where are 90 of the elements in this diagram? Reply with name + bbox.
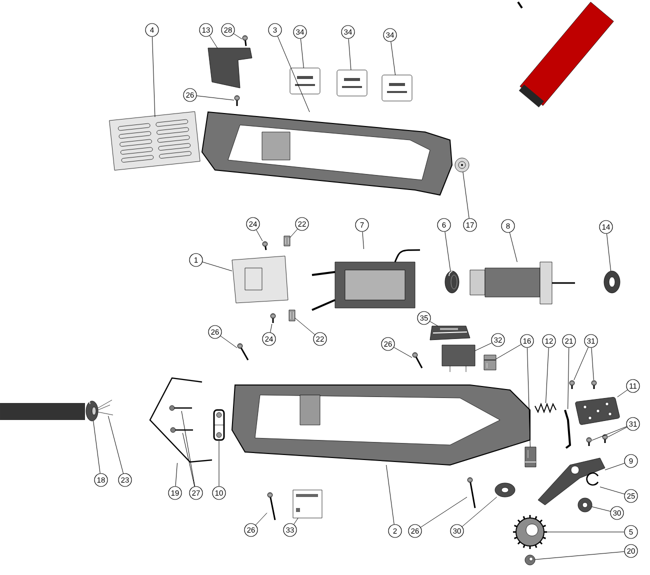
- leader-line: [108, 416, 124, 474]
- screw-drawing: [262, 241, 268, 250]
- sticker-drawing: [382, 74, 412, 102]
- leader-line: [474, 342, 492, 352]
- leader-line: [390, 41, 396, 76]
- leader-line: [430, 321, 438, 326]
- leader-line: [348, 38, 352, 70]
- leader-line: [270, 324, 272, 333]
- sticker-drawing: [336, 70, 368, 96]
- brush-drawing: [484, 354, 496, 370]
- leader-line: [294, 318, 316, 335]
- plate-drawing: [208, 48, 252, 88]
- screw-drawing: [602, 434, 608, 443]
- leader-line: [294, 518, 298, 525]
- clip-drawing: [213, 409, 225, 441]
- leader-line: [233, 33, 242, 40]
- leader-line: [152, 36, 156, 118]
- leader-line: [277, 36, 310, 112]
- gear-drawing: [513, 515, 547, 549]
- housing-drawing: [232, 384, 530, 466]
- bracket-drawing: [232, 256, 288, 304]
- plate-drawing: [575, 397, 620, 425]
- leader-line: [202, 262, 232, 272]
- screw-drawing: [569, 380, 575, 389]
- clip-drawing: [284, 236, 290, 246]
- screw-drawing: [467, 477, 476, 508]
- leader-line: [220, 336, 238, 348]
- disc-drawing: [454, 158, 470, 172]
- screw-drawing: [524, 554, 536, 566]
- leader-line: [209, 36, 218, 48]
- leader-line: [534, 551, 624, 560]
- leader-line: [617, 390, 628, 398]
- leader-line: [600, 486, 625, 494]
- leader-line: [290, 228, 298, 238]
- screw-drawing: [412, 352, 423, 368]
- leader-line: [181, 410, 196, 487]
- brush-drawing: [524, 446, 536, 468]
- armature-drawing: [470, 262, 575, 304]
- washer-drawing: [578, 498, 592, 512]
- leader-line: [362, 232, 364, 250]
- spring-drawing: [534, 402, 556, 414]
- screw-drawing: [237, 343, 249, 360]
- motor-drawing: [312, 249, 420, 311]
- washer-drawing: [494, 482, 516, 498]
- leader-line: [386, 464, 394, 524]
- lever-drawing: [564, 410, 572, 449]
- screw-drawing: [267, 492, 276, 520]
- sticker-drawing: [290, 68, 320, 94]
- leader-line: [300, 38, 304, 68]
- leader-line: [420, 496, 468, 528]
- leader-line: [256, 230, 263, 242]
- bearing-drawing: [444, 270, 460, 294]
- leader-line: [196, 96, 234, 100]
- bracket-drawing: [149, 377, 212, 463]
- cap-drawing: [430, 326, 470, 340]
- leader-line: [175, 462, 178, 486]
- leader-line: [608, 426, 628, 438]
- leader-line: [394, 347, 412, 358]
- screw-drawing: [591, 380, 597, 389]
- leader-line: [606, 234, 612, 272]
- bearing-drawing: [604, 270, 620, 294]
- leader-line: [526, 348, 530, 448]
- leader-line: [255, 512, 268, 526]
- sleeve-drawing: [86, 398, 98, 422]
- grille-drawing: [109, 111, 200, 170]
- leader-line: [546, 348, 549, 404]
- sticker-drawing: [292, 490, 322, 518]
- leader-line: [509, 232, 518, 262]
- leader-line: [444, 231, 451, 272]
- leader-line: [568, 348, 570, 410]
- leader-line: [604, 462, 625, 470]
- lever-drawing: [538, 458, 606, 506]
- screw-drawing: [270, 313, 276, 323]
- screw-drawing: [234, 95, 240, 106]
- leader-line: [93, 420, 100, 474]
- leader-line: [462, 496, 498, 527]
- leader-line: [218, 440, 220, 486]
- leader-line: [591, 348, 594, 380]
- leader-line: [462, 172, 470, 218]
- screw-drawing: [242, 35, 248, 46]
- wires-drawing: [98, 400, 114, 416]
- clip-drawing: [288, 310, 296, 322]
- switch-drawing: [442, 344, 476, 372]
- leader-line: [574, 346, 589, 380]
- leader-line: [592, 426, 627, 441]
- circlip-drawing: [586, 472, 599, 486]
- leader-line: [182, 432, 195, 487]
- leader-line: [592, 506, 611, 512]
- screw-drawing: [586, 437, 592, 446]
- leader-line: [496, 344, 522, 360]
